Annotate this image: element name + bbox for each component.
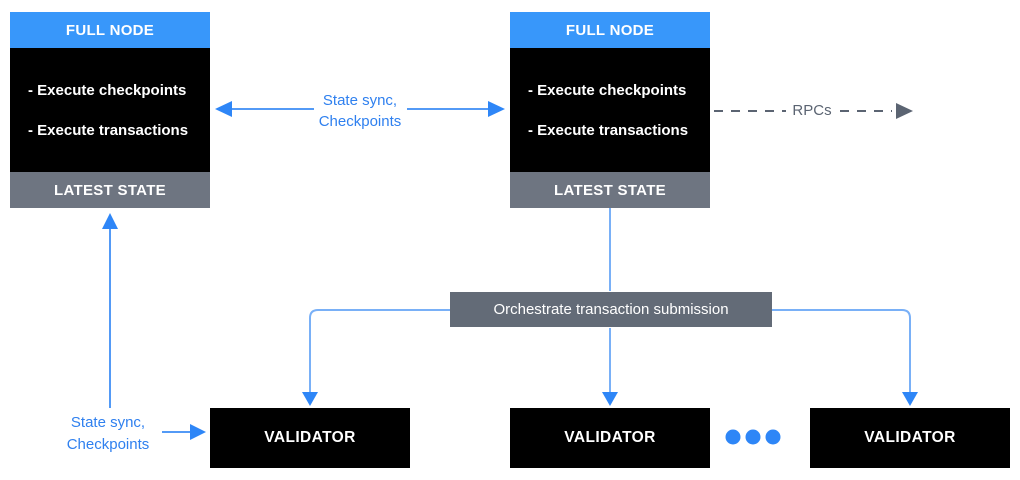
- full-node-1-item-execute-checkpoints: - Execute checkpoints: [28, 81, 187, 99]
- ellipsis-dot: [745, 429, 761, 445]
- full-node-1: FULL NODE - Execute checkpoints - Execut…: [10, 12, 210, 208]
- full-node-2-title: FULL NODE: [510, 12, 710, 48]
- full-node-2: FULL NODE - Execute checkpoints - Execut…: [510, 12, 710, 208]
- arrow-left-icon: [215, 101, 232, 117]
- ellipsis-dot: [725, 429, 741, 445]
- arrow-right-icon: [488, 101, 505, 117]
- validator-box-3: VALIDATOR: [810, 408, 1010, 468]
- full-node-1-item-execute-transactions: - Execute transactions: [28, 121, 189, 139]
- arrow-right-icon: [190, 424, 206, 440]
- full-node-1-body: - Execute checkpoints - Execute transact…: [10, 48, 210, 172]
- validator1-to-node1-arrow: [102, 213, 118, 408]
- validator-box-2: VALIDATOR: [510, 408, 710, 468]
- arrow-down-icon: [602, 392, 618, 406]
- full-node-2-item-execute-transactions: - Execute transactions: [528, 121, 689, 139]
- ellipsis-dot: [765, 429, 781, 445]
- state-sync-top-label-line1: State sync,: [322, 92, 398, 109]
- orchestrate-transaction-submission-box: Orchestrate transaction submission: [450, 292, 772, 327]
- arrow-down-icon: [302, 392, 318, 406]
- orchestrator-to-validator2-arrow: [602, 328, 618, 406]
- state-sync-bottom-label: State sync, Checkpoints: [48, 412, 168, 456]
- arrow-up-icon: [102, 213, 118, 229]
- full-node-2-body: - Execute checkpoints - Execute transact…: [510, 48, 710, 172]
- orchestrator-to-validator1-arrow: [302, 309, 450, 406]
- validators-ellipsis: [725, 429, 781, 445]
- statesync-to-validator1-arrow: [162, 424, 206, 440]
- full-node-2-item-execute-checkpoints: - Execute checkpoints: [528, 81, 687, 99]
- full-node-1-title: FULL NODE: [10, 12, 210, 48]
- validator-box-1: VALIDATOR: [210, 408, 410, 468]
- arrow-down-icon: [902, 392, 918, 406]
- orchestrator-to-validator3-arrow: [772, 309, 918, 406]
- arrow-right-icon: [896, 103, 913, 119]
- state-sync-top-label: State sync, Checkpoints: [300, 90, 420, 132]
- arrow-shaft: [309, 309, 450, 393]
- state-sync-top-label-line2: Checkpoints: [318, 113, 402, 130]
- arrow-shaft: [772, 309, 911, 393]
- state-sync-bottom-label-line1: State sync,: [70, 414, 146, 431]
- state-sync-bottom-label-line2: Checkpoints: [66, 436, 150, 453]
- full-node-1-latest-state: LATEST STATE: [10, 172, 210, 208]
- rpcs-label: RPCs: [792, 102, 832, 119]
- full-node-2-latest-state: LATEST STATE: [510, 172, 710, 208]
